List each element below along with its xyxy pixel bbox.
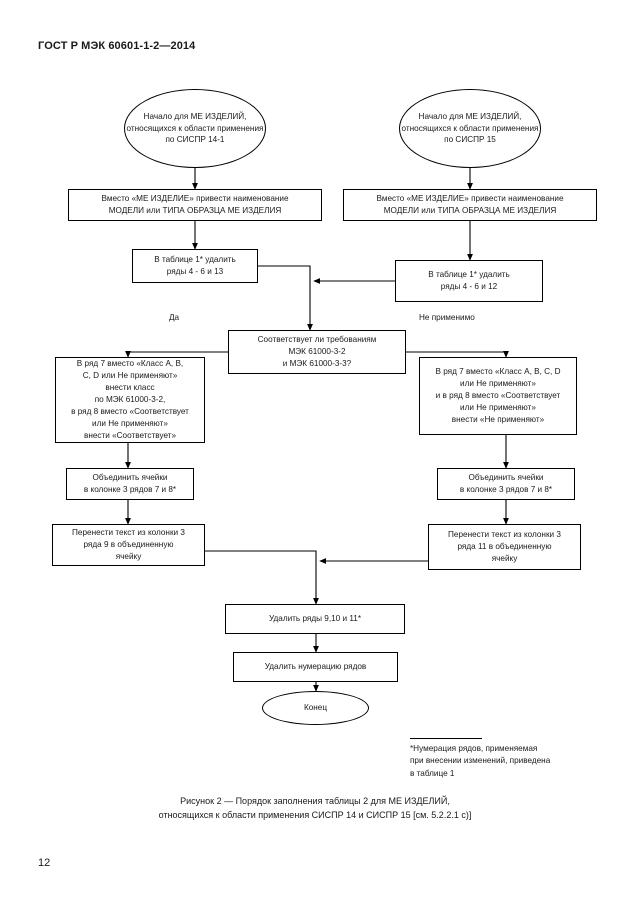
node-end: Конец: [262, 691, 369, 725]
node-transfer-text-right-label: Перенести текст из колонки 3 ряда 11 в о…: [448, 530, 561, 563]
edge-decision-to-action-na: [406, 350, 509, 358]
node-merge-cells-left-label: Объединить ячейки в колонке 3 рядов 7 и …: [83, 473, 177, 494]
node-transfer-text-left-label: Перенести текст из колонки 3 ряда 9 в об…: [72, 528, 185, 561]
node-delete-rows-left: В таблице 1* удалить ряды 4 - 6 и 13: [132, 249, 258, 283]
edge-delete-left-to-decision: [258, 265, 313, 331]
page-number: 12: [38, 857, 51, 869]
edge-label-not-applicable: Не применимо: [417, 313, 477, 322]
node-delete-rows-right-label: В таблице 1* удалить ряды 4 - 6 и 12: [428, 270, 510, 291]
node-merge-cells-left: Объединить ячейки в колонке 3 рядов 7 и …: [66, 468, 194, 500]
node-action-yes-label: В ряд 7 вместо «Класс А, В, С, D или Не …: [71, 359, 189, 440]
node-end-label: Конец: [303, 703, 328, 713]
figure-caption: Рисунок 2 — Порядок заполнения таблицы 2…: [158, 796, 472, 820]
node-transfer-text-left: Перенести текст из колонки 3 ряда 9 в об…: [52, 524, 205, 566]
node-action-na-label: В ряд 7 вместо «Класс А, В, С, D или Не …: [435, 367, 561, 424]
node-delete-rows-right: В таблице 1* удалить ряды 4 - 6 и 12: [395, 260, 543, 302]
node-merge-cells-right: Объединить ячейки в колонке 3 рядов 7 и …: [437, 468, 575, 500]
document-header: ГОСТ Р МЭК 60601-1-2—2014: [38, 40, 196, 52]
edge-label-yes: Да: [167, 313, 182, 322]
node-replace-left: Вместо «МЕ ИЗДЕЛИЕ» привести наименовани…: [68, 189, 322, 221]
node-start-right: Начало для МЕ ИЗДЕЛИЙ, относящихся к обл…: [399, 89, 541, 168]
node-delete-rows-final-label: Удалить ряды 9,10 и 11*: [268, 614, 362, 624]
footnote-rule: [410, 738, 482, 739]
node-delete-numbering-label: Удалить нумерацию рядов: [264, 662, 367, 672]
node-start-left-label: Начало для МЕ ИЗДЕЛИЙ, относящихся к обл…: [126, 111, 264, 145]
node-delete-rows-left-label: В таблице 1* удалить ряды 4 - 6 и 13: [154, 255, 236, 276]
node-replace-left-label: Вместо «МЕ ИЗДЕЛИЕ» привести наименовани…: [101, 194, 289, 215]
node-delete-numbering: Удалить нумерацию рядов: [233, 652, 398, 682]
node-merge-cells-right-label: Объединить ячейки в колонке 3 рядов 7 и …: [459, 473, 553, 494]
edge-transfer-left-to-final: [205, 550, 319, 605]
node-start-left: Начало для МЕ ИЗДЕЛИЙ, относящихся к обл…: [124, 89, 266, 168]
node-decision-label: Соответствует ли требованиям МЭК 61000-3…: [257, 335, 377, 368]
edge-decision-to-action-yes: [125, 350, 228, 358]
footnote-text: *Нумерация рядов, применяемая при внесен…: [410, 744, 551, 778]
node-start-right-label: Начало для МЕ ИЗДЕЛИЙ, относящихся к обл…: [401, 111, 539, 145]
node-decision-compliance: Соответствует ли требованиям МЭК 61000-3…: [228, 330, 406, 374]
node-action-not-applicable: В ряд 7 вместо «Класс А, В, С, D или Не …: [419, 357, 577, 435]
node-delete-rows-final: Удалить ряды 9,10 и 11*: [225, 604, 405, 634]
node-action-yes: В ряд 7 вместо «Класс А, В, С, D или Не …: [55, 357, 205, 443]
node-replace-right-label: Вместо «МЕ ИЗДЕЛИЕ» привести наименовани…: [376, 194, 564, 215]
node-transfer-text-right: Перенести текст из колонки 3 ряда 11 в о…: [428, 524, 581, 570]
node-replace-right: Вместо «МЕ ИЗДЕЛИЕ» привести наименовани…: [343, 189, 597, 221]
